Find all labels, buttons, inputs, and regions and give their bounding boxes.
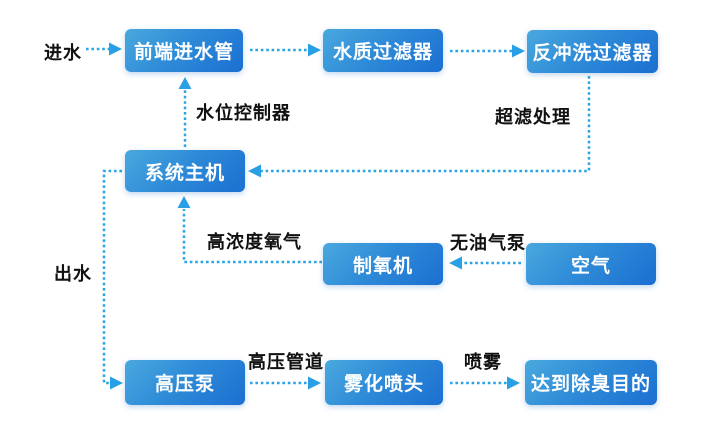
edge-label-spray: 喷雾 [464, 352, 502, 373]
connector-oxygen-generator-to-system-host [177, 196, 322, 264]
connector-air-to-oxygen-generator [449, 256, 521, 270]
edge-label-water-level-controller: 水位控制器 [196, 103, 291, 124]
edge-label-outflow: 出水 [54, 264, 92, 285]
edge-label-high-pressure-pipeline: 高压管道 [248, 352, 324, 373]
node-system-host: 系统主机 [125, 150, 245, 192]
edge-label-high-concentration-oxygen: 高浓度氧气 [207, 232, 302, 253]
edge-label-ultrafiltration: 超滤处理 [495, 107, 571, 128]
edge-label-oil-free-air-pump: 无油气泵 [450, 233, 526, 254]
node-water-quality-filter: 水质过滤器 [323, 29, 443, 72]
connector-inflow-to-front-inlet-pipe [86, 42, 122, 56]
node-oxygen-generator: 制氧机 [323, 243, 443, 285]
connector-system-host-to-front-inlet-pipe [178, 77, 192, 147]
connector-system-host-to-high-pressure-pump [102, 169, 123, 390]
connector-high-pressure-pump-to-atomizing-nozzle [250, 376, 321, 390]
node-front-inlet-pipe: 前端进水管 [125, 29, 243, 72]
node-atomizing-nozzle: 雾化喷头 [325, 360, 443, 405]
connector-front-inlet-pipe-to-water-quality-filter [250, 43, 321, 57]
node-high-pressure-pump: 高压泵 [125, 360, 245, 405]
node-backwash-filter: 反冲洗过滤器 [527, 30, 658, 73]
connector-backwash-filter-to-system-host [248, 76, 591, 178]
connector-atomizing-nozzle-to-deodorize-goal [450, 376, 520, 390]
edge-label-inflow: 进水 [44, 43, 82, 64]
connector-water-quality-filter-to-backwash-filter [450, 44, 525, 58]
node-deodorize-goal: 达到除臭目的 [525, 360, 657, 405]
node-air: 空气 [526, 243, 656, 285]
